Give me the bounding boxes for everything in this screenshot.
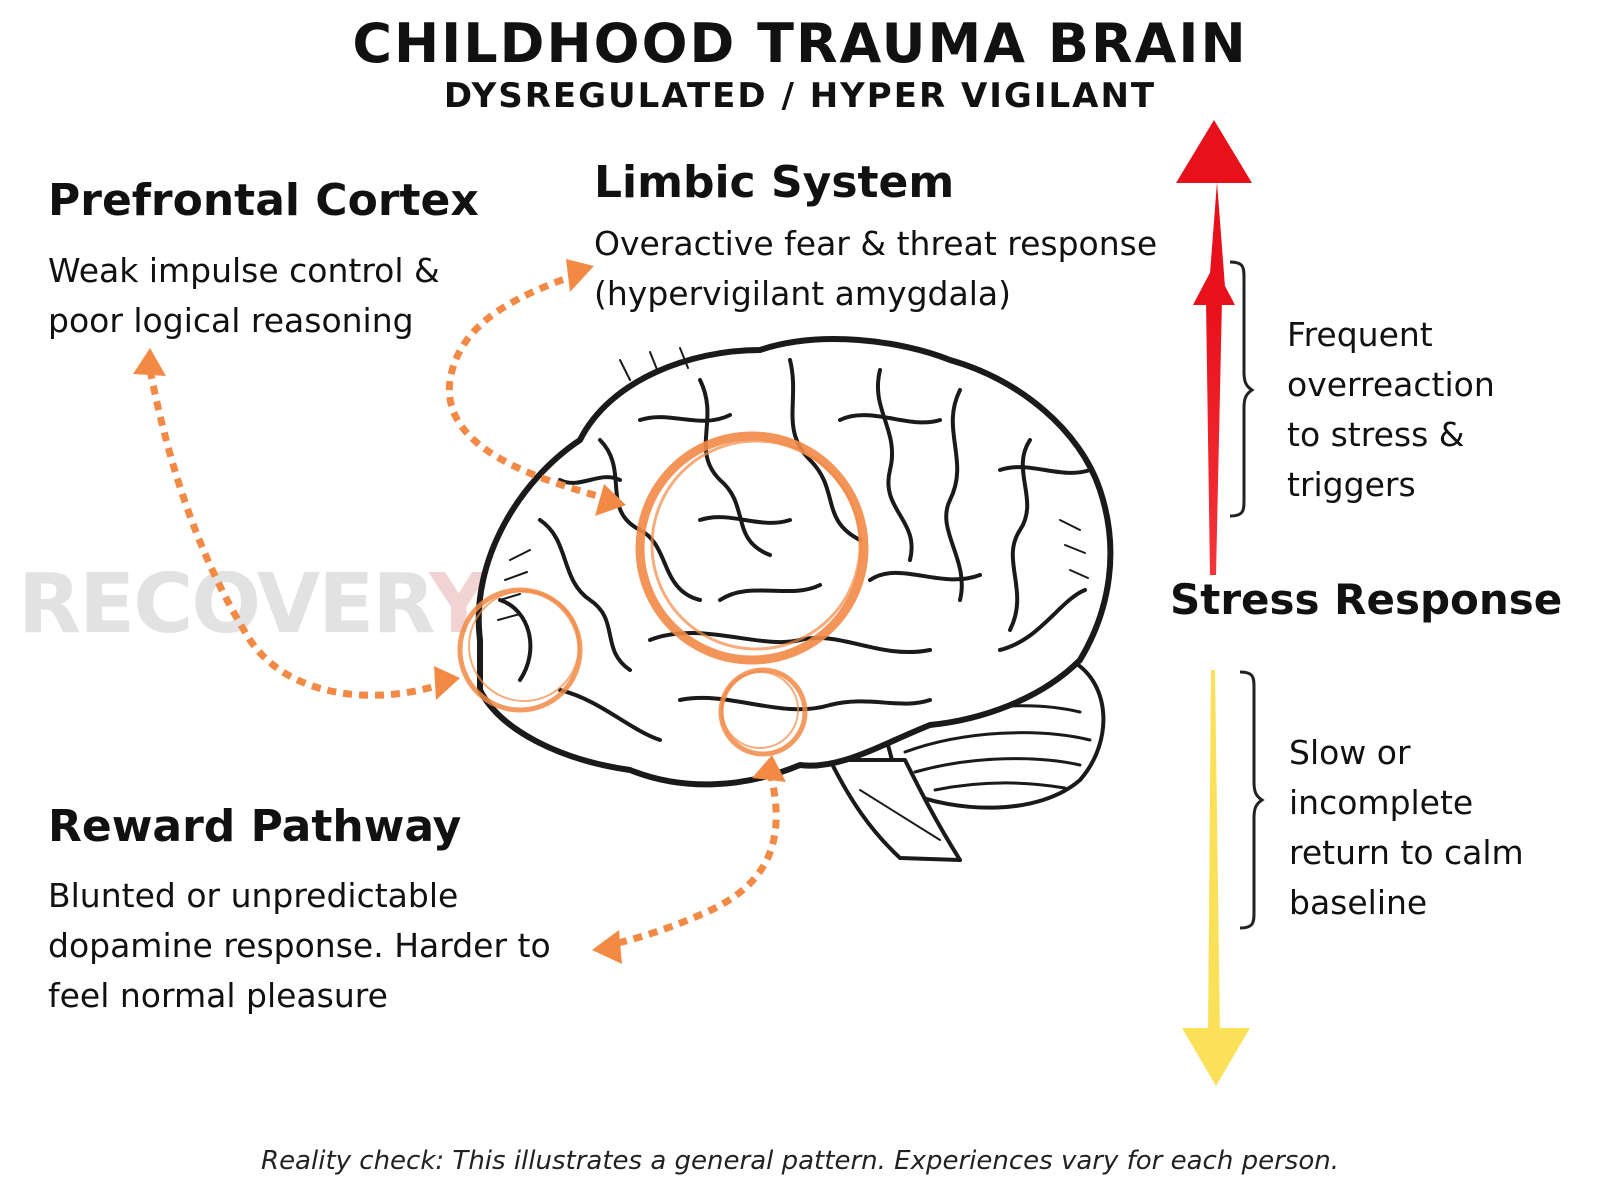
prefrontal-connector xyxy=(146,369,444,699)
upper-note: Frequent overreaction to stress & trigge… xyxy=(1287,310,1495,510)
connector-arrows xyxy=(146,270,780,949)
lower-note-line: incomplete xyxy=(1289,783,1474,822)
brain-illustration-icon xyxy=(475,336,1114,862)
connector-arrowheads xyxy=(133,259,786,964)
limbic-highlight-circle xyxy=(635,431,869,665)
reward-highlight-circle xyxy=(718,667,808,757)
upper-brace xyxy=(1229,260,1255,518)
reward-connector xyxy=(609,771,780,949)
upper-note-line: triggers xyxy=(1287,465,1416,504)
reward-line: dopamine response. Harder to xyxy=(48,926,551,965)
prefrontal-highlight-circle xyxy=(457,587,583,713)
stress-up-arrow xyxy=(1176,120,1252,575)
limbic-heading: Limbic System xyxy=(594,157,955,208)
lower-note-line: Slow or xyxy=(1289,733,1411,772)
upper-note-line: Frequent xyxy=(1287,315,1433,354)
page-subtitle: DYSREGULATED / HYPER VIGILANT xyxy=(443,76,1157,116)
lower-note-line: return to calm xyxy=(1289,833,1524,872)
reward-description: Blunted or unpredictable dopamine respon… xyxy=(48,871,551,1021)
reward-heading: Reward Pathway xyxy=(48,801,462,852)
page-title: CHILDHOOD TRAUMA BRAIN xyxy=(352,12,1248,75)
prefrontal-description: Weak impulse control & poor logical reas… xyxy=(48,246,440,346)
reward-line: feel normal pleasure xyxy=(48,976,388,1015)
limbic-connector xyxy=(445,270,613,504)
prefrontal-line: poor logical reasoning xyxy=(48,301,414,340)
limbic-line: Overactive fear & threat response xyxy=(594,224,1158,263)
upper-note-line: overreaction xyxy=(1287,365,1495,404)
prefrontal-line: Weak impulse control & xyxy=(48,251,440,290)
limbic-line: (hypervigilant amygdala) xyxy=(594,274,1011,313)
upper-note-line: to stress & xyxy=(1287,415,1465,454)
lower-brace xyxy=(1239,670,1265,930)
stress-response-label: Stress Response xyxy=(1170,575,1563,624)
prefrontal-heading: Prefrontal Cortex xyxy=(48,175,479,226)
limbic-description: Overactive fear & threat response (hyper… xyxy=(594,219,1157,319)
lower-note-line: baseline xyxy=(1289,883,1428,922)
region-highlight-circles xyxy=(457,431,869,757)
reward-line: Blunted or unpredictable xyxy=(48,876,459,915)
footer-note: Reality check: This illustrates a genera… xyxy=(261,1146,1339,1176)
watermark-part2: Y xyxy=(428,557,485,652)
watermark-part1: RECOVER xyxy=(18,557,431,652)
stress-down-arrow xyxy=(1182,670,1250,1086)
lower-note: Slow or incomplete return to calm baseli… xyxy=(1289,728,1524,928)
